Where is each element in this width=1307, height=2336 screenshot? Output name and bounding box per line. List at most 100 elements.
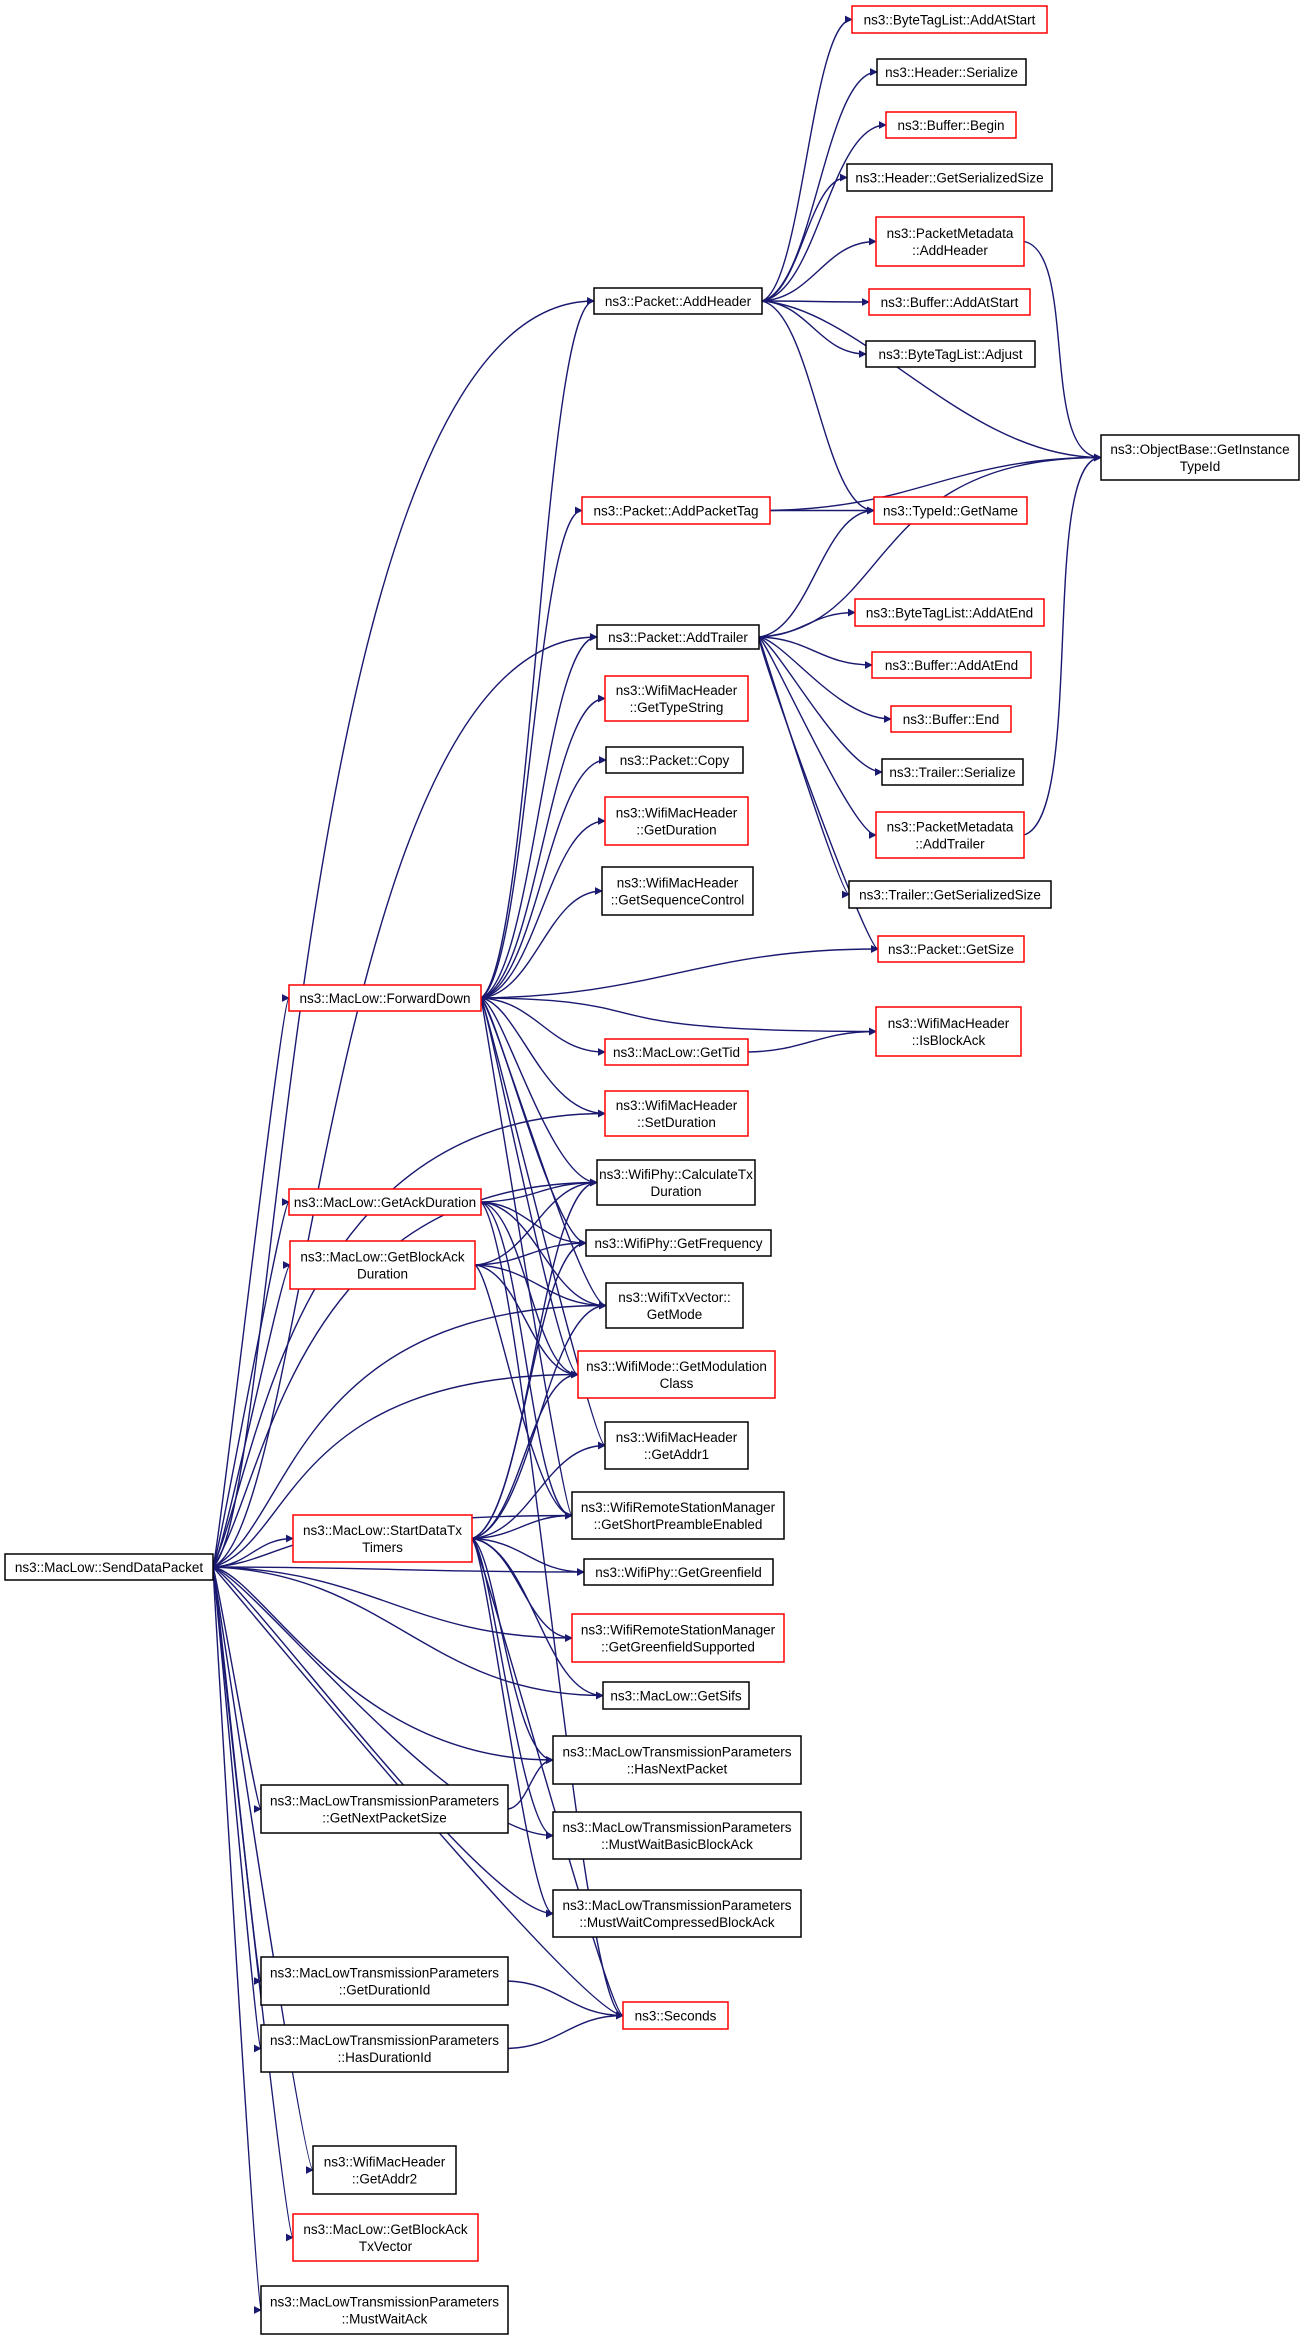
node-label: ns3::Packet::AddHeader xyxy=(605,294,752,309)
node-ml_getackdur[interactable]: ns3::MacLow::GetAckDuration xyxy=(288,1188,482,1216)
node-mltp_waitbasic[interactable]: ns3::MacLowTransmissionParameters::MustW… xyxy=(552,1811,802,1860)
node-box xyxy=(868,288,1031,316)
node-txv_getmode[interactable]: ns3::WifiTxVector::GetMode xyxy=(605,1282,744,1329)
node-label: ns3::WifiMacHeader xyxy=(616,806,738,821)
node-box xyxy=(604,1421,749,1470)
edge-pkt_addheader-to-bt_adjust xyxy=(761,300,867,358)
edge-ml_forwarddown-to-pkt_addheader xyxy=(480,297,595,999)
node-buf_addatstart[interactable]: ns3::Buffer::AddAtStart xyxy=(868,288,1031,316)
node-mltp_hasnext[interactable]: ns3::MacLowTransmissionParameters::HasNe… xyxy=(552,1735,802,1785)
node-label: ns3::TypeId::GetName xyxy=(883,504,1018,519)
node-root[interactable]: ns3::MacLow::SendDataPacket xyxy=(4,1553,214,1581)
node-box xyxy=(292,2213,479,2262)
node-wmh_getaddr1[interactable]: ns3::WifiMacHeader::GetAddr1 xyxy=(604,1421,749,1470)
node-label: ns3::Packet::AddTrailer xyxy=(608,630,748,645)
node-pkt_addtrailer[interactable]: ns3::Packet::AddTrailer xyxy=(596,624,760,650)
edge-pkt_addheader-to-hdr_getsersize xyxy=(761,173,848,302)
node-bt_addatend[interactable]: ns3::ByteTagList::AddAtEnd xyxy=(854,598,1045,627)
node-trl_getsersize[interactable]: ns3::Trailer::GetSerializedSize xyxy=(848,880,1052,909)
node-phy_getfreq[interactable]: ns3::WifiPhy::GetFrequency xyxy=(585,1229,772,1257)
node-pm_addheader[interactable]: ns3::PacketMetadata::AddHeader xyxy=(875,216,1025,267)
node-label: ns3::ByteTagList::Adjust xyxy=(878,347,1022,362)
node-label: ::AddTrailer xyxy=(915,837,985,852)
node-hdr_serialize[interactable]: ns3::Header::Serialize xyxy=(876,58,1027,86)
node-wmh_gettypestring[interactable]: ns3::WifiMacHeader::GetTypeString xyxy=(604,675,749,722)
node-pkt_copy[interactable]: ns3::Packet::Copy xyxy=(605,746,744,774)
node-ns3_seconds[interactable]: ns3::Seconds xyxy=(622,2001,729,2030)
edge-pkt_addpackettag-to-objbase_gettid xyxy=(769,453,1102,512)
node-label: ns3::ByteTagList::AddAtEnd xyxy=(866,606,1033,621)
node-mltp_waitcomp[interactable]: ns3::MacLowTransmissionParameters::MustW… xyxy=(552,1889,802,1938)
node-wmh_getaddr2[interactable]: ns3::WifiMacHeader::GetAddr2 xyxy=(312,2145,457,2195)
edge-root-to-ml_startdatatx xyxy=(212,1534,294,1568)
node-box xyxy=(571,1491,785,1540)
node-phy_getgreenfield[interactable]: ns3::WifiPhy::GetGreenfield xyxy=(583,1558,774,1586)
node-wmh_getseqctl[interactable]: ns3::WifiMacHeader::GetSequenceControl xyxy=(601,866,754,916)
node-box xyxy=(552,1889,802,1938)
node-label: ::GetNextPacketSize xyxy=(322,1811,447,1826)
node-trl_serialize[interactable]: ns3::Trailer::Serialize xyxy=(881,758,1024,786)
node-mltp_getnextsize[interactable]: ns3::MacLowTransmissionParameters::GetNe… xyxy=(260,1784,509,1834)
node-label: ns3::MacLow::GetAckDuration xyxy=(294,1195,476,1210)
node-label: ns3::WifiTxVector:: xyxy=(618,1290,731,1305)
node-label: ::HasDurationId xyxy=(338,2050,432,2065)
edge-root-to-mltp_hasnext xyxy=(212,1566,554,1764)
node-ml_forwarddown[interactable]: ns3::MacLow::ForwardDown xyxy=(288,984,482,1012)
node-buf_end[interactable]: ns3::Buffer::End xyxy=(890,705,1012,733)
edge-ml_startdatatx-to-mltp_waitcomp xyxy=(471,1538,554,1918)
node-bt_addatstart[interactable]: ns3::ByteTagList::AddAtStart xyxy=(851,5,1048,34)
node-box xyxy=(605,746,744,774)
node-pkt_addheader[interactable]: ns3::Packet::AddHeader xyxy=(593,287,763,315)
node-wmh_isblockack[interactable]: ns3::WifiMacHeader::IsBlockAck xyxy=(875,1006,1022,1057)
node-wmh_getduration[interactable]: ns3::WifiMacHeader::GetDuration xyxy=(604,796,749,846)
node-buf_addatend[interactable]: ns3::Buffer::AddAtEnd xyxy=(871,651,1032,679)
edge-ml_gettid-to-wmh_isblockack xyxy=(747,1027,877,1053)
node-label: ns3::MacLow::GetBlockAck xyxy=(300,1250,465,1265)
node-mltp_getdurid[interactable]: ns3::MacLowTransmissionParameters::GetDu… xyxy=(260,1956,509,2006)
node-hdr_getsersize[interactable]: ns3::Header::GetSerializedSize xyxy=(846,163,1053,192)
node-box xyxy=(604,1090,749,1137)
node-mltp_mustwaitack[interactable]: ns3::MacLowTransmissionParameters::MustW… xyxy=(260,2285,509,2335)
edge-root-to-mltp_getnextsize xyxy=(212,1566,262,1813)
node-ml_getsifs[interactable]: ns3::MacLow::GetSifs xyxy=(602,1681,750,1710)
node-wmh_setduration[interactable]: ns3::WifiMacHeader::SetDuration xyxy=(604,1090,749,1137)
node-label: ns3::MacLowTransmissionParameters xyxy=(270,1794,499,1809)
node-box xyxy=(571,1613,785,1663)
edge-ml_forwarddown-to-txv_getmode xyxy=(480,997,607,1310)
node-ml_gettid[interactable]: ns3::MacLow::GetTid xyxy=(604,1038,749,1066)
edge-pkt_addtrailer-to-trl_getsersize xyxy=(758,636,850,899)
node-box xyxy=(601,866,754,916)
node-bt_adjust[interactable]: ns3::ByteTagList::Adjust xyxy=(865,340,1036,368)
node-label: ::GetGreenfieldSupported xyxy=(601,1640,755,1655)
node-label: ns3::WifiMacHeader xyxy=(617,876,739,891)
node-rsm_getshortpre[interactable]: ns3::WifiRemoteStationManager::GetShortP… xyxy=(571,1491,785,1540)
edge-ml_getbadur-to-rsm_getshortpre xyxy=(474,1264,573,1520)
edge-ml_startdatatx-to-phy_getgreenfield xyxy=(471,1537,585,1576)
node-box xyxy=(596,624,760,650)
node-typeid_getname[interactable]: ns3::TypeId::GetName xyxy=(873,496,1028,525)
node-mltp_hasdurid[interactable]: ns3::MacLowTransmissionParameters::HasDu… xyxy=(260,2024,509,2073)
node-rsm_getgreensupp[interactable]: ns3::WifiRemoteStationManager::GetGreenf… xyxy=(571,1613,785,1663)
node-pkt_addpackettag[interactable]: ns3::Packet::AddPacketTag xyxy=(581,496,771,525)
node-buf_begin[interactable]: ns3::Buffer::Begin xyxy=(885,111,1017,139)
node-label: ns3::ByteTagList::AddAtStart xyxy=(864,13,1036,28)
node-pkt_getsize[interactable]: ns3::Packet::GetSize xyxy=(877,935,1025,963)
edge-mltp_getnextsize-to-mltp_hasnext xyxy=(507,1756,554,1810)
node-pm_addtrailer[interactable]: ns3::PacketMetadata::AddTrailer xyxy=(875,811,1025,859)
edge-ml_getbadur-to-txv_getmode xyxy=(474,1264,607,1310)
edge-pkt_addheader-to-objbase_gettid xyxy=(761,300,1102,462)
node-label: ns3::WifiMacHeader xyxy=(616,1098,738,1113)
node-box xyxy=(871,651,1032,679)
node-label: ::GetAddr1 xyxy=(644,1447,709,1462)
node-box xyxy=(577,1350,776,1399)
edge-ml_startdatatx-to-ml_getsifs xyxy=(471,1537,604,1700)
edge-ml_getackdur-to-rsm_getshortpre xyxy=(480,1201,573,1520)
node-box xyxy=(602,1681,750,1710)
